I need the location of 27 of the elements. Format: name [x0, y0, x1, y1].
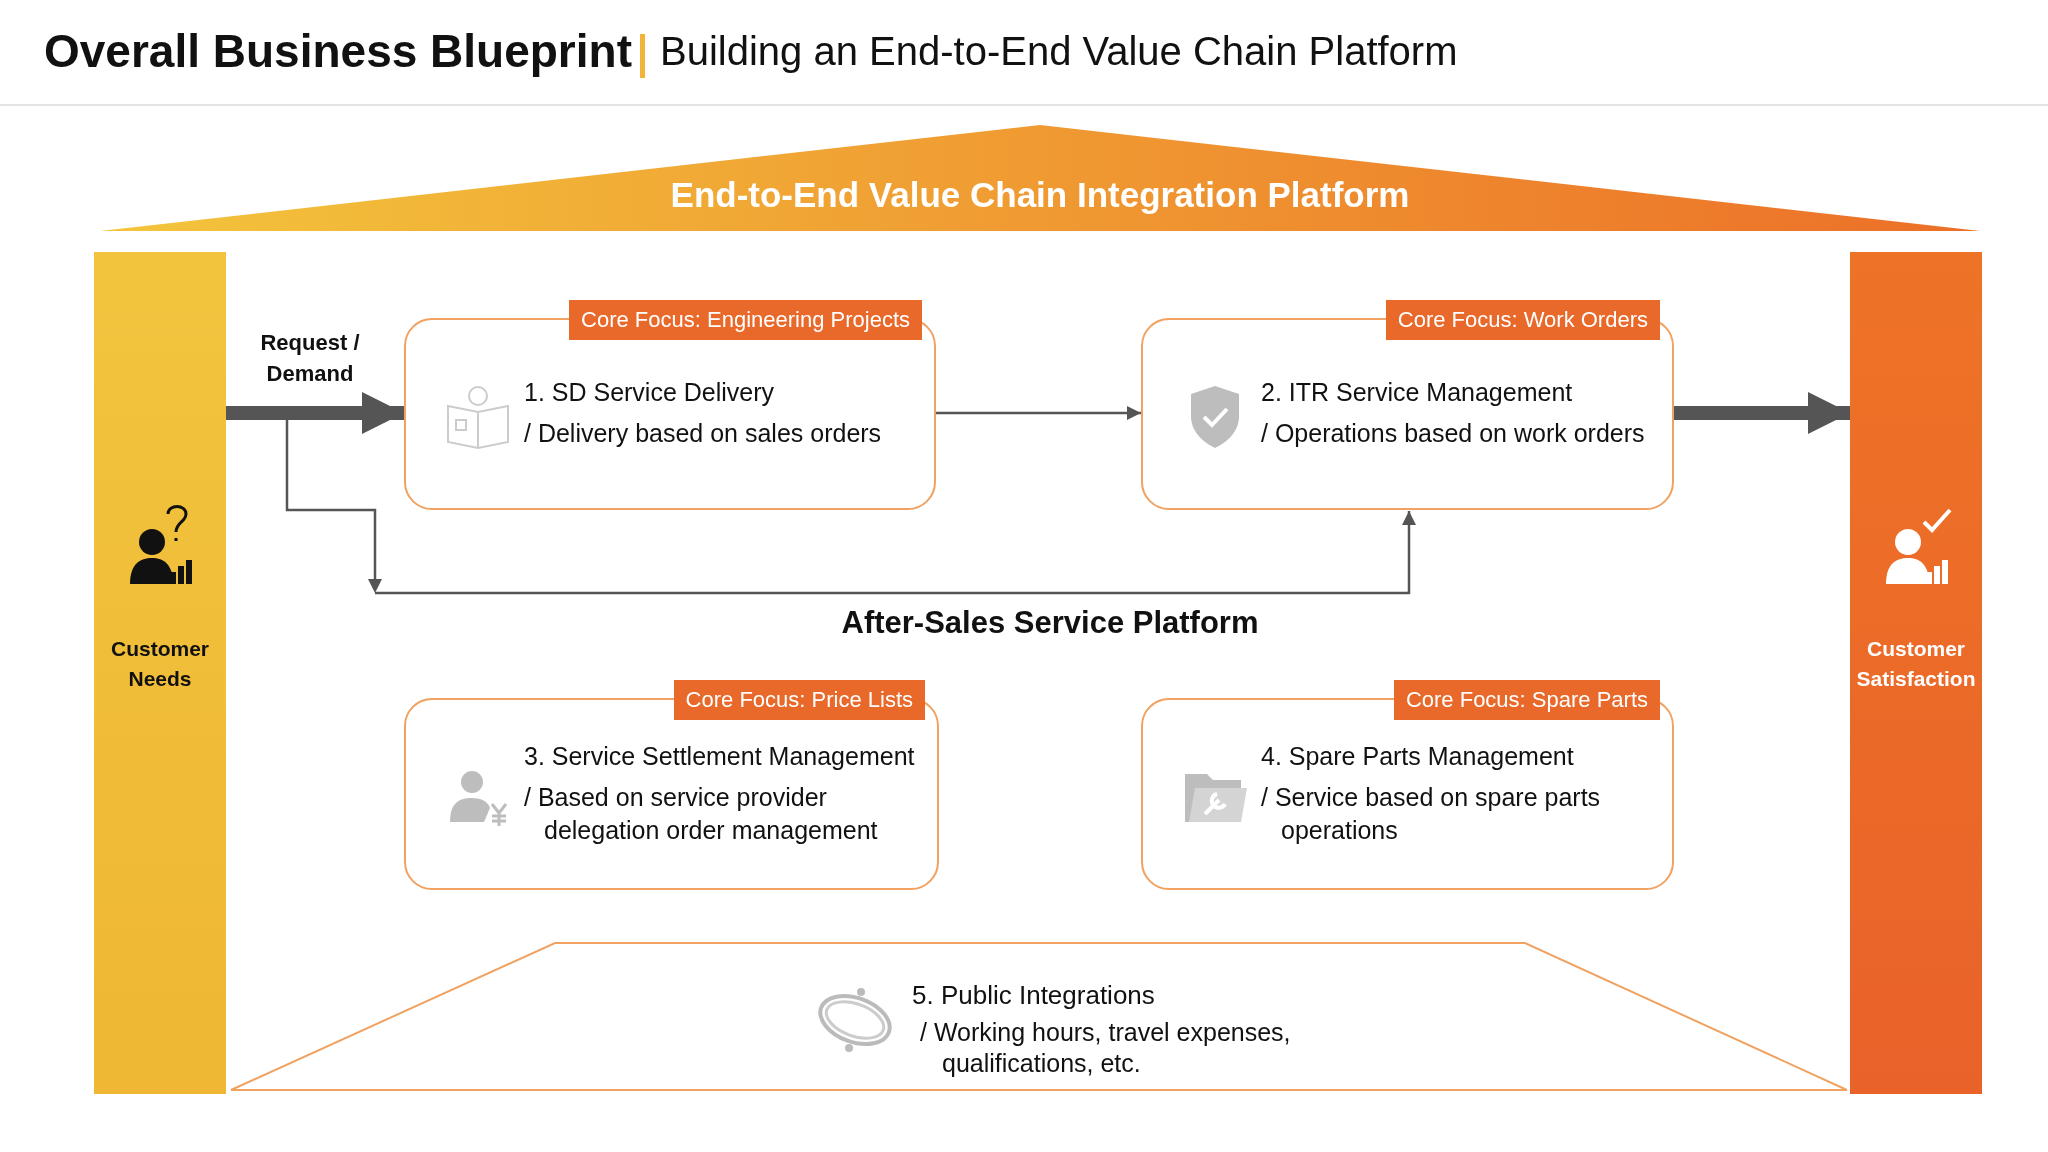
thick-arrow	[226, 392, 404, 434]
pillar	[94, 252, 226, 1094]
pillar	[1850, 252, 1982, 1094]
focus-tag: Core Focus: Price Lists	[673, 680, 925, 720]
card-description: / Based on service provider delegation order management	[524, 782, 879, 846]
platform-label: After-Sales Service Platform	[840, 605, 1260, 641]
arrow	[936, 406, 1141, 420]
card-heading: 3. Service Settlement Management	[524, 742, 916, 771]
arrow	[368, 511, 1416, 595]
card-description: / Service based on spare parts operations	[1261, 782, 1602, 846]
focus-tag: Core Focus: Spare Parts	[1393, 680, 1660, 720]
platform-description: / Working hours, travel expenses, qualifications, etc.	[919, 1017, 1292, 1080]
subtitle: Building an End-to-End Value Chain Platform	[660, 29, 1459, 74]
focus-tag: Core Focus: Engineering Projects	[569, 300, 922, 340]
platform-heading: 5. Public Integrations	[912, 980, 1156, 1011]
page-title: Overall Business Blueprint	[44, 24, 632, 78]
pillar-label: Customer Satisfaction	[1855, 636, 1977, 693]
platform-trapezoid	[230, 942, 1848, 1092]
focus-tag: Core Focus: Work Orders	[1385, 300, 1660, 340]
banner-title: End-to-End Value Chain Integration Platform	[669, 175, 1411, 215]
card-heading: 4. Spare Parts Management	[1261, 742, 1575, 771]
card-heading: 2. ITR Service Management	[1261, 378, 1574, 408]
card-description: / Delivery based on sales orders	[524, 418, 883, 450]
pillar-label: Customer Needs	[110, 636, 210, 693]
thick-arrow	[1674, 392, 1850, 434]
card-description: / Operations based on work orders	[1261, 418, 1646, 450]
card-heading: 1. SD Service Delivery	[524, 378, 776, 408]
